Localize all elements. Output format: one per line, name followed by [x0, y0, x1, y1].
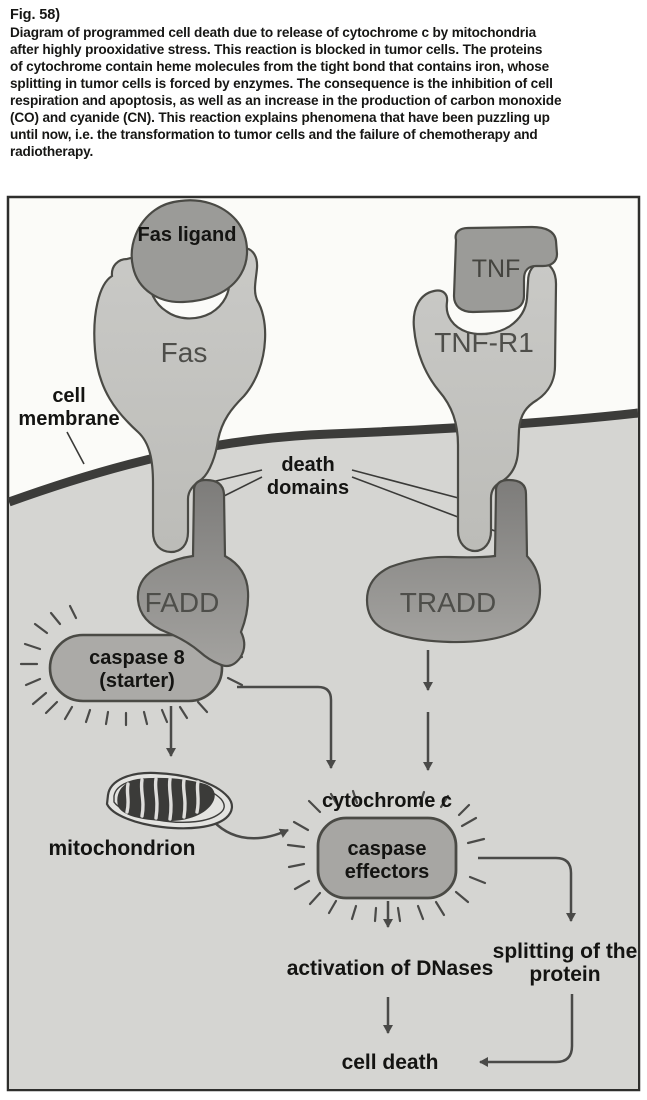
caption-line: Diagram of programmed cell death due to …	[10, 25, 536, 40]
caspase-effectors-label-line1: caspase	[348, 838, 427, 860]
caspase8-label-line1: caspase 8	[89, 647, 185, 669]
activation-of-dnases-label: activation of DNases	[287, 957, 494, 980]
cytochrome-c-label: cytochrome c	[322, 790, 452, 812]
tnf-ligand-shape	[452, 225, 559, 314]
figure-caption: Fig. 58) Diagram of programmed cell deat…	[10, 6, 642, 160]
caspase-effectors-label-line2: effectors	[345, 861, 429, 883]
effectors-radiance-dashes	[286, 789, 487, 923]
caption-line: (CO) and cyanide (CN). This reaction exp…	[10, 110, 550, 125]
splitting-label-line2: protein	[529, 963, 600, 986]
tnf-r1-label: TNF-R1	[434, 327, 534, 358]
cytoplasm-region	[9, 413, 638, 1089]
cell-membrane-label-line1: cell	[52, 385, 85, 407]
caspase8-label-line2: (starter)	[99, 670, 175, 692]
caption-line: splitting in tumor cells is forced by en…	[10, 76, 553, 91]
caption-line: until now, i.e. the transformation to tu…	[10, 127, 538, 142]
caption-line: after highly prooxidative stress. This r…	[10, 42, 543, 57]
flow-arrows	[166, 650, 576, 1067]
caption-line: radiotherapy.	[10, 144, 94, 159]
caspase-effectors-pill	[316, 816, 458, 900]
tnf-label: TNF	[472, 255, 521, 283]
fas-receptor-shape	[93, 247, 267, 554]
fas-ligand-label: Fas ligand	[138, 224, 237, 246]
tradd-label: TRADD	[400, 587, 496, 618]
tradd-shape	[365, 478, 542, 644]
caption-line: of cytochrome contain heme molecules fro…	[10, 59, 550, 74]
fas-label: Fas	[161, 337, 208, 368]
mitochondrion-label: mitochondrion	[49, 837, 196, 860]
figure-number: Fig. 58)	[10, 7, 60, 23]
cell-membrane-pointer-line	[66, 431, 85, 465]
death-domains-label-line2: domains	[267, 477, 349, 499]
caspase8-radiance-dashes	[19, 604, 244, 727]
caption-line: respiration and apoptosis, as well as an…	[10, 93, 562, 108]
mitochondrion-shape	[105, 771, 233, 830]
cell-membrane	[7, 408, 639, 507]
fadd-label: FADD	[145, 587, 220, 618]
tnf-r1-receptor-shape	[412, 261, 558, 553]
fas-ligand-shape	[130, 199, 249, 304]
arrow-effectors-to-splitting	[478, 856, 576, 922]
cell-death-label: cell death	[342, 1051, 439, 1074]
arrow-splitting-to-celldeath	[479, 994, 574, 1067]
splitting-label-line1: splitting of the	[493, 940, 638, 963]
arrow-caspase8-to-cytochrome	[237, 685, 336, 769]
caspase8-starter-pill	[48, 633, 224, 703]
death-domains-label-line1: death	[281, 454, 334, 476]
cell-membrane-label-line2: membrane	[18, 408, 119, 430]
fadd-shape	[136, 478, 250, 668]
